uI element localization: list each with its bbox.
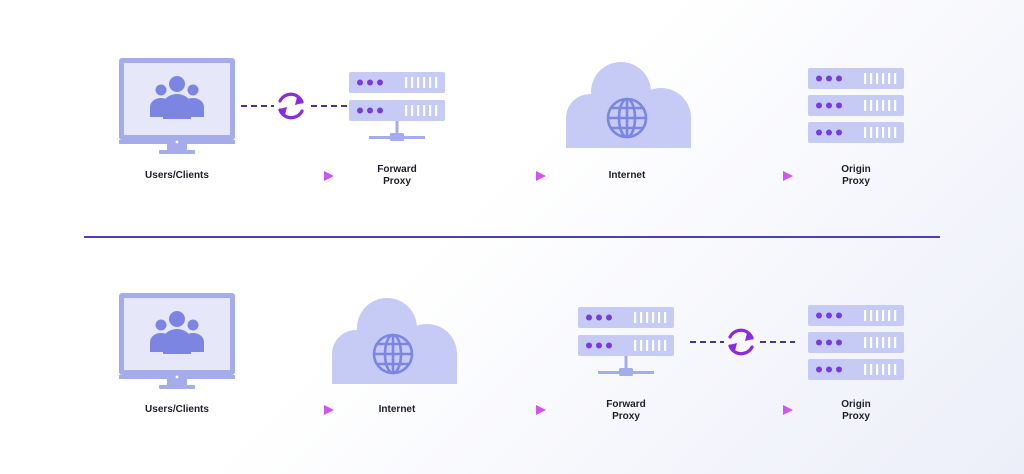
top-forward-proxy-label: Forward Proxy xyxy=(377,164,417,187)
bottom-clients-monitor-icon xyxy=(119,293,235,389)
bottom-arrow-1-icon xyxy=(243,404,335,416)
top-internet-label: Internet xyxy=(608,170,646,181)
top-clients-label: Users/Clients xyxy=(145,170,209,181)
top-internet-cloud-icon xyxy=(564,60,693,150)
bottom-origin-server-icon xyxy=(808,305,904,380)
top-clients-monitor-icon xyxy=(119,58,235,154)
bottom-forward-proxy-label: Forward Proxy xyxy=(606,399,646,422)
top-arrow-2-icon xyxy=(455,170,547,182)
bottom-arrow-3-icon xyxy=(702,404,794,416)
bottom-forward-proxy-server-icon xyxy=(578,307,674,376)
top-forward-proxy-server-icon xyxy=(349,72,445,141)
bottom-internet-cloud-icon xyxy=(330,296,459,386)
top-arrow-1-icon xyxy=(243,170,335,182)
bottom-arrow-2-icon xyxy=(455,404,547,416)
top-origin-server-icon xyxy=(808,68,904,143)
top-origin-proxy-label: Origin Proxy xyxy=(841,164,871,187)
top-arrow-3-icon xyxy=(702,170,794,182)
bottom-origin-proxy-label: Origin Proxy xyxy=(841,399,871,422)
bottom-internet-label: Internet xyxy=(378,404,416,415)
bottom-clients-label: Users/Clients xyxy=(145,404,209,415)
